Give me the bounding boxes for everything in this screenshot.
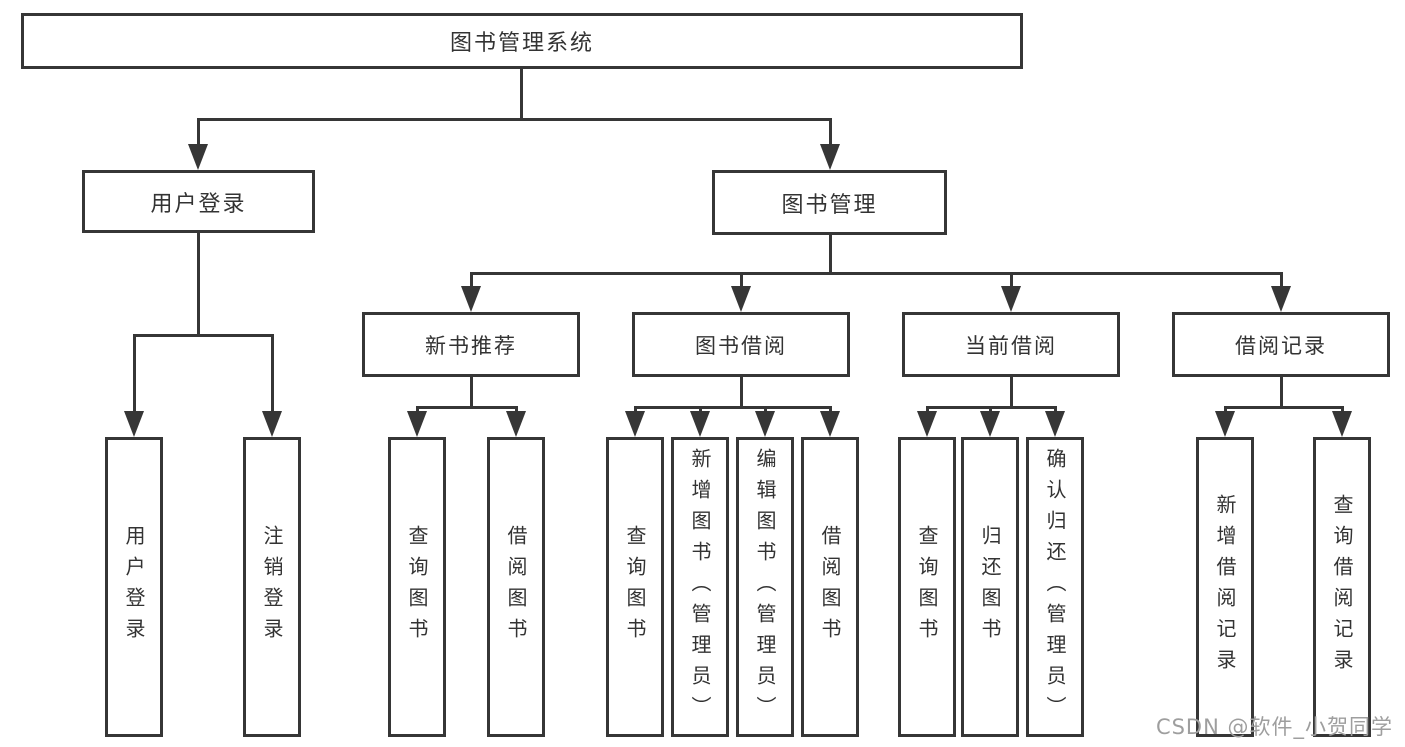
connector-line: [133, 334, 136, 413]
node-label: 新增借阅记录: [1213, 494, 1237, 680]
connector-line: [740, 377, 743, 408]
node-leaf-query-borrow-record: 查询借阅记录: [1313, 437, 1371, 737]
node-leaf-query-book-borrowing: 查询图书: [606, 437, 664, 737]
node-new-book-recommend: 新书推荐: [362, 312, 580, 377]
connector-line: [520, 69, 523, 120]
connector-line: [1224, 406, 1344, 409]
node-book-borrowing: 图书借阅: [632, 312, 850, 377]
node-label: 图书借阅: [695, 333, 787, 358]
arrowhead: [506, 411, 526, 437]
node-label: 查询借阅记录: [1330, 494, 1354, 680]
arrowhead: [690, 411, 710, 437]
node-book-management: 图书管理: [712, 170, 947, 235]
connector-line: [740, 272, 743, 288]
connector-line: [829, 118, 832, 146]
connector-line: [634, 406, 832, 409]
connector-line: [470, 272, 473, 288]
node-label: 借阅图书: [504, 525, 528, 649]
node-borrowing-records: 借阅记录: [1172, 312, 1390, 377]
connector-line: [699, 406, 702, 413]
arrowhead: [980, 411, 1000, 437]
connector-line: [829, 235, 832, 275]
connector-line: [197, 118, 200, 146]
node-label: 新增图书（管理员）: [688, 447, 712, 727]
connector-line: [989, 406, 992, 413]
arrowhead: [755, 411, 775, 437]
node-leaf-query-book-recommend: 查询图书: [388, 437, 446, 737]
connector-line: [1054, 406, 1057, 413]
node-label: 借阅记录: [1235, 333, 1327, 358]
connector-line: [271, 334, 274, 413]
node-label: 归还图书: [978, 525, 1002, 649]
node-label: 借阅图书: [818, 525, 842, 649]
node-label: 当前借阅: [965, 333, 1057, 358]
node-label: 注销登录: [260, 525, 284, 649]
node-current-borrowing: 当前借阅: [902, 312, 1120, 377]
arrowhead: [461, 286, 481, 312]
connector-line: [197, 118, 832, 121]
node-label: 用户登录: [150, 191, 247, 217]
arrowhead: [407, 411, 427, 437]
arrowhead: [1215, 411, 1235, 437]
connector-line: [1010, 272, 1013, 288]
node-label: 图书管理: [781, 192, 878, 218]
node-leaf-add-borrow-record: 新增借阅记录: [1196, 437, 1254, 737]
node-leaf-logout: 注销登录: [243, 437, 301, 737]
node-leaf-borrow-book: 借阅图书: [801, 437, 859, 737]
connector-line: [829, 406, 832, 413]
connector-line: [197, 233, 200, 337]
node-label: 查询图书: [915, 525, 939, 649]
node-leaf-query-book-current: 查询图书: [898, 437, 956, 737]
connector-line: [634, 406, 637, 413]
connector-line: [1280, 272, 1283, 288]
arrowhead: [262, 411, 282, 437]
arrowhead: [820, 144, 840, 170]
connector-line: [416, 406, 518, 409]
arrowhead: [625, 411, 645, 437]
node-leaf-confirm-return-admin: 确认归还（管理员）: [1026, 437, 1084, 737]
node-label: 查询图书: [623, 525, 647, 649]
node-leaf-user-login: 用户登录: [105, 437, 163, 737]
node-label: 查询图书: [405, 525, 429, 649]
connector-line: [1280, 377, 1283, 408]
arrowhead: [1332, 411, 1352, 437]
connector-line: [515, 406, 518, 413]
node-label: 用户登录: [122, 525, 146, 649]
node-leaf-edit-book-admin: 编辑图书（管理员）: [736, 437, 794, 737]
node-label: 确认归还（管理员）: [1043, 447, 1067, 727]
node-label: 编辑图书（管理员）: [753, 447, 777, 727]
connector-line: [1341, 406, 1344, 413]
node-label: 图书管理系统: [449, 31, 594, 56]
node-library-management-system: 图书管理系统: [21, 13, 1023, 69]
arrowhead: [1001, 286, 1021, 312]
node-user-login: 用户登录: [82, 170, 315, 233]
connector-line: [926, 406, 929, 413]
watermark: CSDN @软件_小贺同学: [1155, 715, 1393, 739]
node-leaf-add-book-admin: 新增图书（管理员）: [671, 437, 729, 737]
connector-line: [1224, 406, 1227, 413]
connector-line: [764, 406, 767, 413]
arrowhead: [820, 411, 840, 437]
arrowhead: [188, 144, 208, 170]
node-leaf-return-book: 归还图书: [961, 437, 1019, 737]
arrowhead: [917, 411, 937, 437]
node-label: 新书推荐: [425, 333, 517, 358]
arrowhead: [1045, 411, 1065, 437]
connector-line: [470, 377, 473, 408]
node-leaf-borrow-book-recommend: 借阅图书: [487, 437, 545, 737]
arrowhead: [1271, 286, 1291, 312]
arrowhead: [731, 286, 751, 312]
connector-line: [416, 406, 419, 413]
connector-line: [133, 334, 274, 337]
connector-line: [470, 272, 1282, 275]
connector-line: [1010, 377, 1013, 408]
arrowhead: [124, 411, 144, 437]
